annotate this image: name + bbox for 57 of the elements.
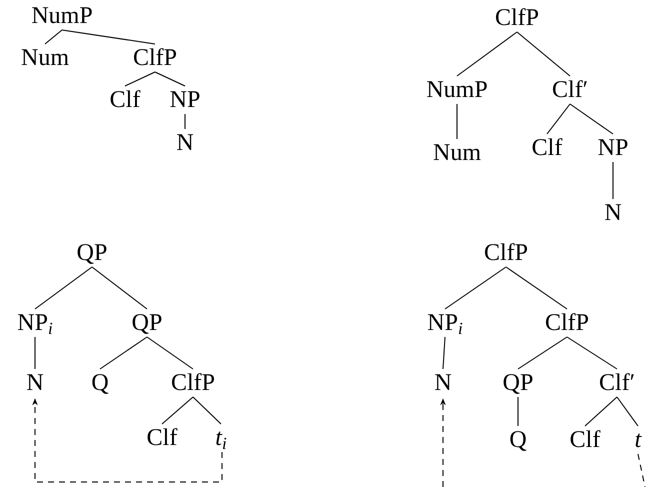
branch-line: [146, 336, 194, 370]
branch-line: [62, 30, 156, 44]
branch-line: [124, 72, 156, 86]
tree-node-label: QP: [500, 369, 536, 397]
branch-line: [456, 104, 458, 140]
branch-line: [192, 396, 222, 424]
branch-line: [612, 162, 614, 200]
movement-arrow: [440, 398, 446, 487]
tree-node-label: ClfP: [131, 44, 179, 72]
branch-line: [100, 336, 148, 370]
tree-node-label: Clf: [568, 426, 602, 454]
tree-node-label: QP: [130, 309, 164, 337]
tree-node-label: N: [432, 369, 454, 397]
branch-line: [34, 336, 36, 370]
branch-line: [546, 104, 570, 134]
tree-node-label: Clf′: [597, 369, 637, 397]
tree-node-label: N: [602, 199, 624, 227]
tree-node-label: N: [24, 369, 46, 397]
tree-node-label: QP: [74, 239, 110, 267]
branch-line: [566, 336, 618, 370]
tree-node-label: N: [174, 129, 196, 157]
branch-line: [616, 396, 638, 426]
tree-node-label: Clf: [530, 134, 564, 162]
tree-node-label: Q: [507, 426, 529, 454]
branch-line: [162, 396, 194, 424]
tree-node-label: Num: [431, 139, 483, 167]
tree-node-label: NP$_{i}$: [15, 309, 55, 337]
tree-node-label: Num: [19, 44, 71, 72]
tree-node-label: NP: [168, 86, 202, 114]
tree-node-label: ClfP: [543, 309, 591, 337]
tree-node-label: NumP: [424, 76, 490, 104]
movement-arrow: [32, 398, 222, 482]
tree-node-label: ClfP: [482, 239, 530, 267]
branch-line: [570, 104, 614, 134]
branch-line: [154, 72, 186, 86]
branch-line: [456, 32, 518, 76]
branch-line: [44, 30, 62, 44]
branch-line: [506, 266, 568, 310]
branch-line: [184, 114, 186, 130]
branch-line: [92, 266, 148, 310]
tree-node-label: Clf′: [550, 76, 590, 104]
branch-line: [516, 32, 570, 76]
branch-line: [518, 336, 568, 370]
tree-node-label: NP: [596, 134, 630, 162]
tree-node-label: Clf: [144, 424, 180, 452]
tree-node-label: Clf: [108, 86, 142, 114]
tree-node-label: ClfP: [493, 4, 541, 32]
tree-node-label: NP$_{i}$: [425, 309, 465, 337]
branch-line: [442, 336, 446, 370]
tree-node-label: ClfP: [169, 369, 217, 397]
tree-node-label: t: [632, 426, 644, 454]
tree-node-label: Q: [89, 369, 111, 397]
branch-line: [444, 266, 506, 310]
tree-node-label: t$_{i}$: [213, 424, 229, 452]
branch-line: [584, 396, 618, 426]
tree-node-label: NumP: [29, 2, 95, 30]
branch-line: [34, 266, 92, 310]
